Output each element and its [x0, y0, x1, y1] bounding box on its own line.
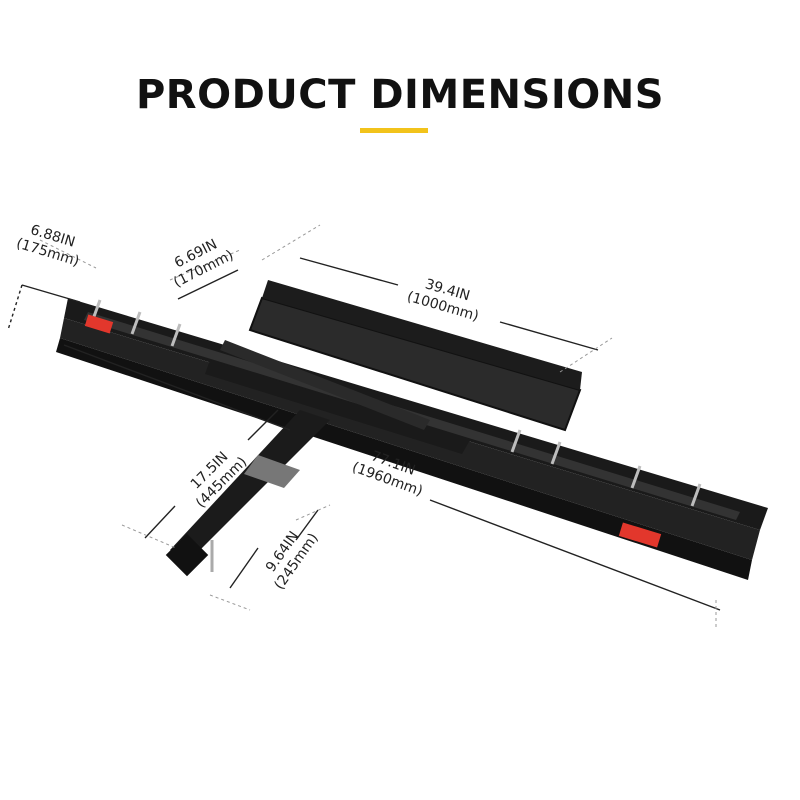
diamond-plate-tray [248, 296, 582, 432]
dimension-lines [7, 257, 721, 611]
rail-bottom [56, 338, 752, 580]
brace-arm-upper [205, 360, 470, 454]
page-title: PRODUCT DIMENSIONS [135, 72, 665, 118]
hitch-sleeve [244, 455, 300, 488]
reflector-left [84, 314, 114, 334]
reflector-right [618, 522, 662, 548]
tray-back-wall [262, 280, 582, 390]
title-underline [360, 128, 428, 133]
brace-arm-lower [220, 340, 430, 430]
extension-lines [39, 224, 717, 630]
hitch-bar [170, 410, 330, 560]
